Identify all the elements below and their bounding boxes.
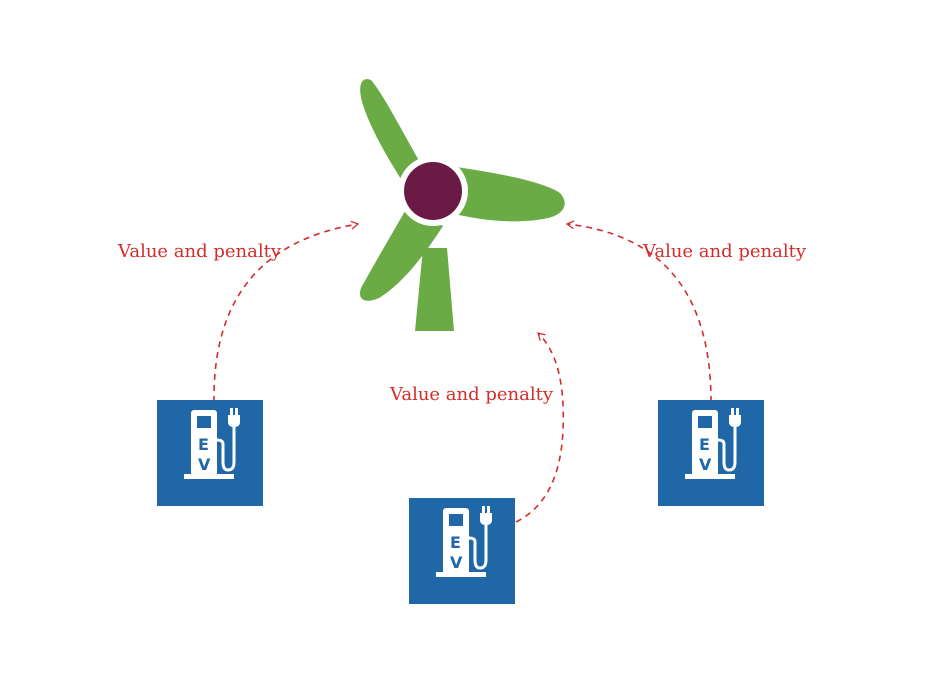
ev-letter-e: E	[198, 435, 209, 454]
turbine-blade-upper	[360, 79, 426, 190]
arrow-left-path	[213, 220, 360, 403]
ev-charger-left: E V	[157, 400, 263, 506]
turbine-hub	[404, 162, 462, 220]
arrow-left	[213, 220, 360, 403]
charger-cable	[468, 525, 488, 570]
arrow-center-path	[515, 332, 565, 523]
turbine-blade-lower	[359, 206, 443, 301]
turbine-tower	[415, 248, 454, 331]
ev-letter-e: E	[450, 533, 461, 552]
ev-letter-v: V	[450, 553, 463, 572]
edge-label-left: Value and penalty	[117, 241, 282, 262]
edge-label-right: Value and penalty	[642, 241, 807, 262]
ev-letter-v: V	[699, 455, 712, 474]
arrow-right-path	[565, 220, 712, 403]
ev-letter-v: V	[198, 455, 211, 474]
edge-label-center: Value and penalty	[389, 384, 554, 405]
turbine-blade-right	[450, 166, 565, 222]
arrow-right	[565, 220, 712, 403]
ev-charger-center: E V	[409, 498, 515, 604]
wind-turbine-icon	[359, 79, 565, 331]
charger-cable	[216, 427, 236, 472]
arrow-center	[515, 332, 565, 523]
charger-cable	[717, 427, 737, 472]
ev-letter-e: E	[699, 435, 710, 454]
ev-charger-right: E V	[658, 400, 764, 506]
